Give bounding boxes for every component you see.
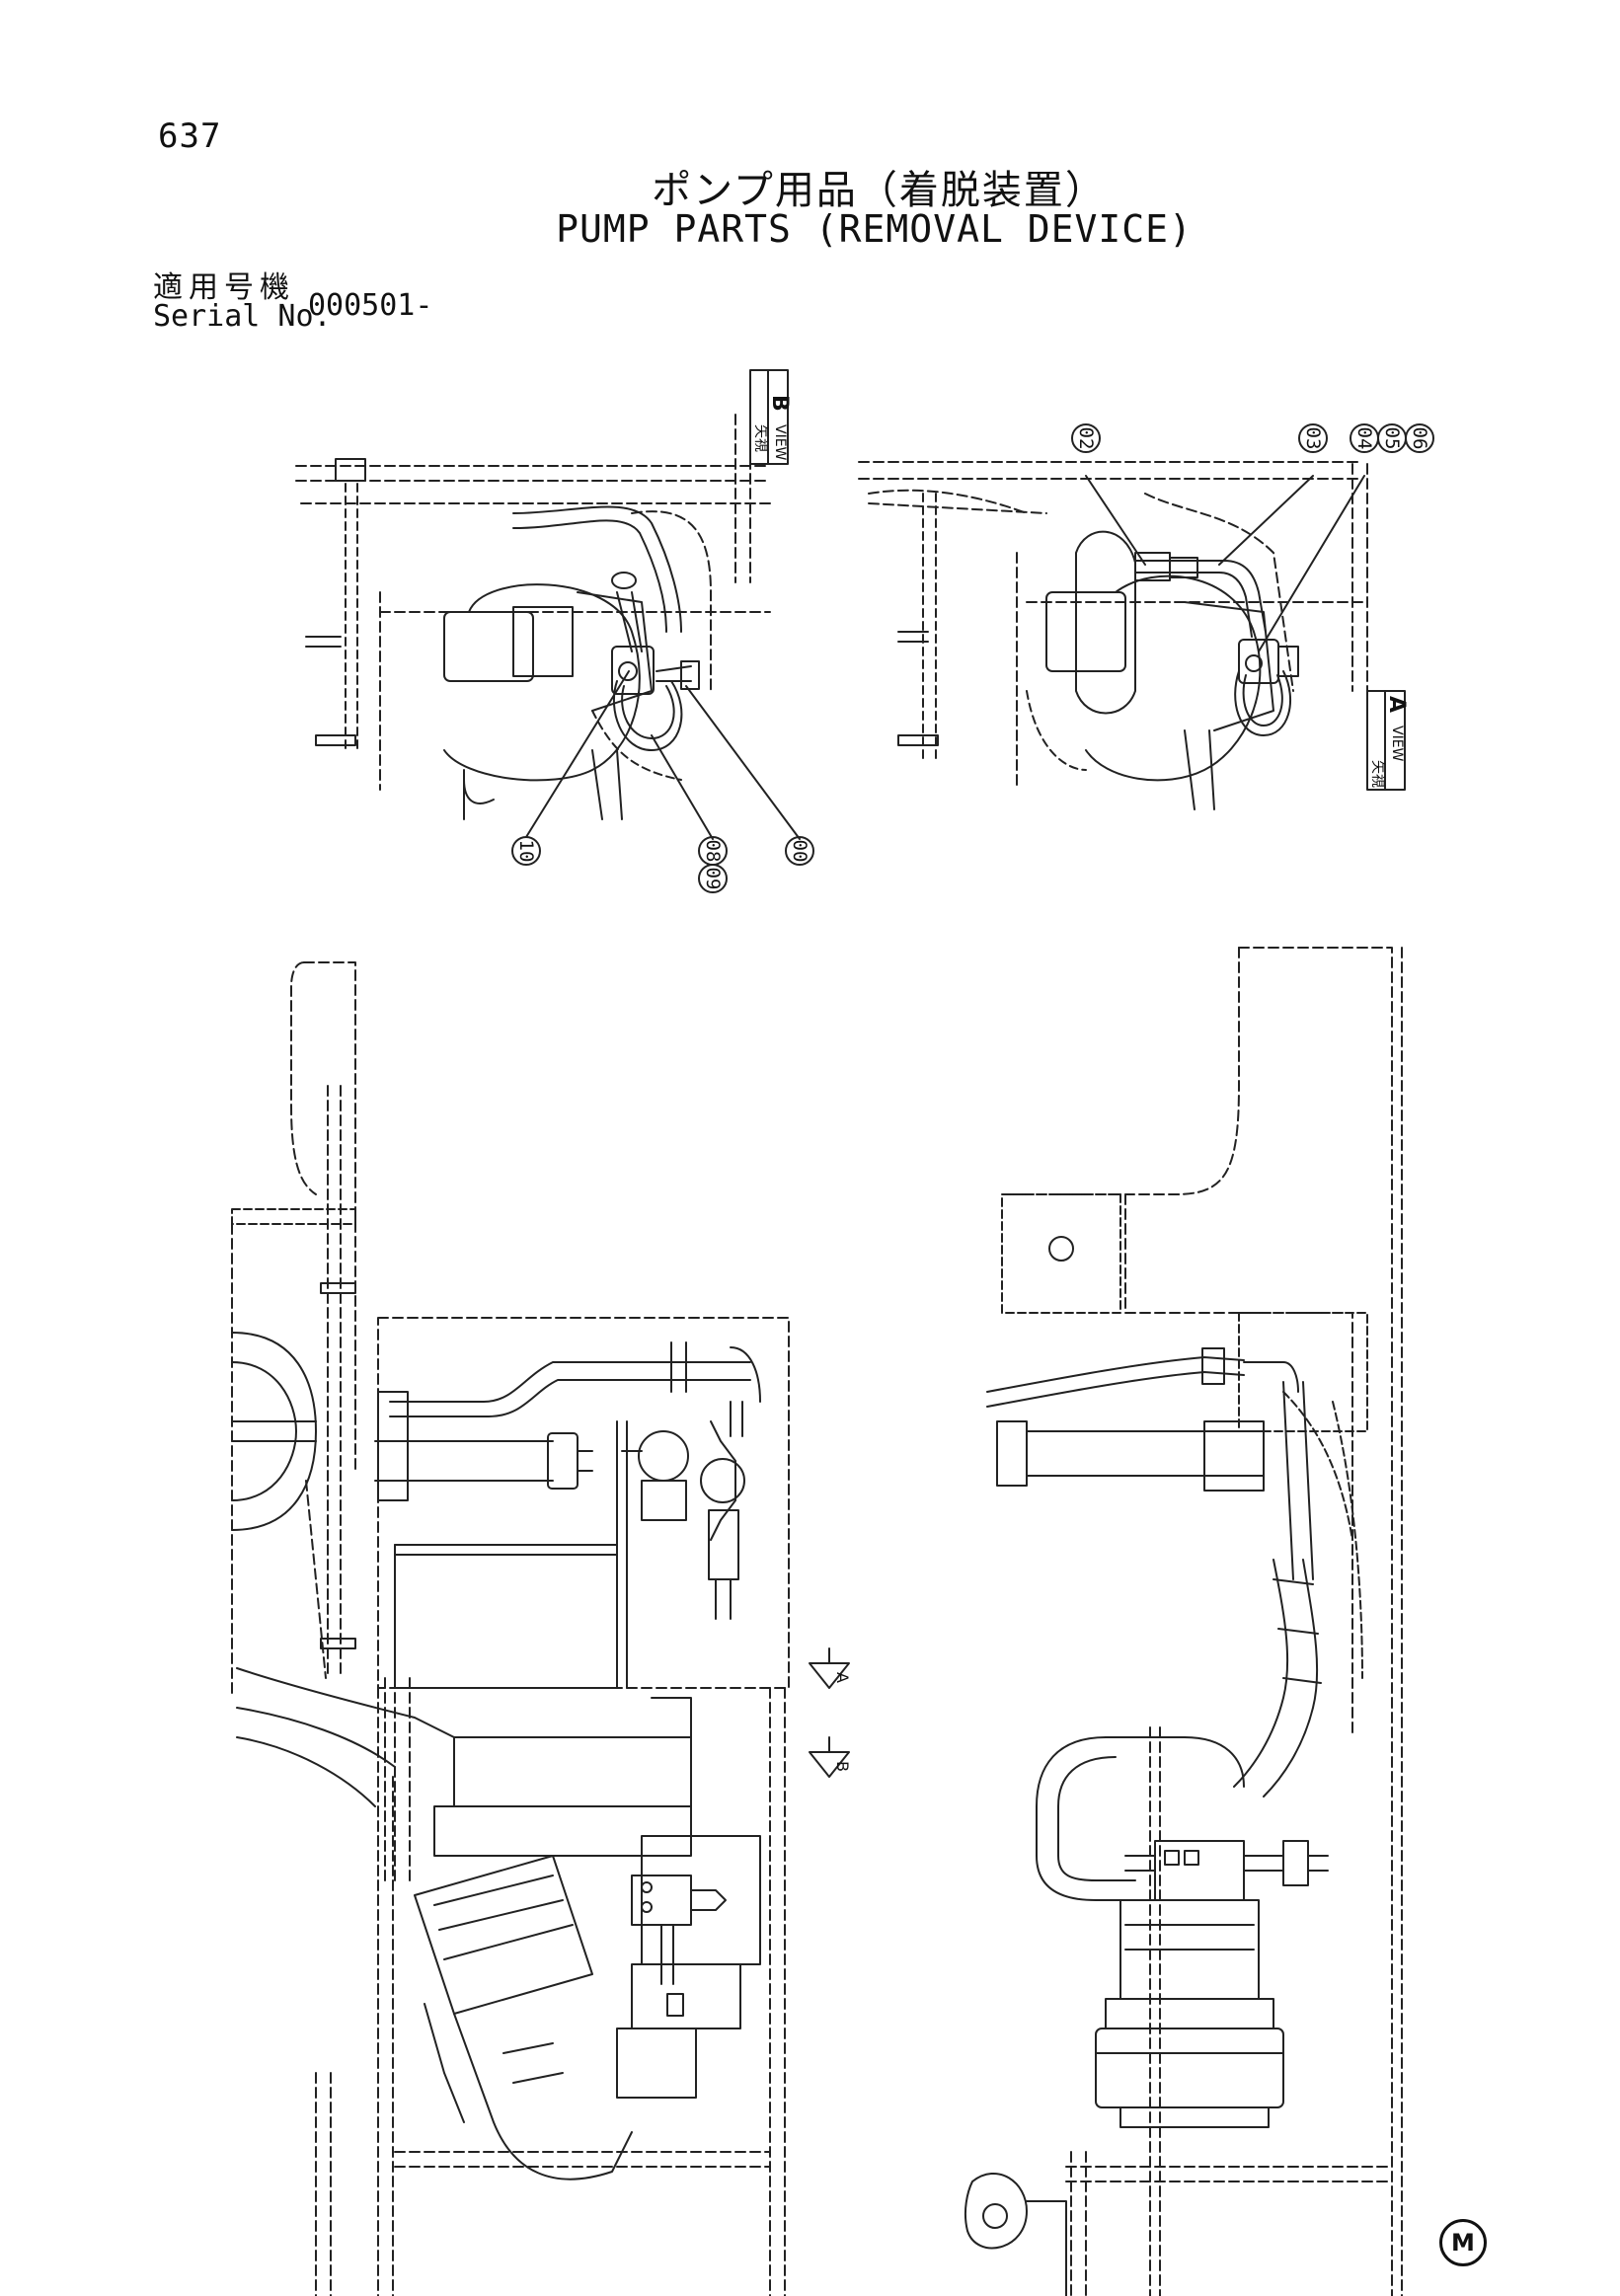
view-b-jp-label: 矢視 [752, 424, 768, 452]
plan-view-right [964, 947, 1403, 2296]
callout-10: 10 [515, 840, 537, 863]
brand-logo-mark: M [1439, 2219, 1487, 2266]
callout-02: 02 [1075, 427, 1097, 450]
callout-09: 09 [702, 868, 724, 890]
callout-00: 00 [789, 840, 810, 863]
view-a-letter: A [1384, 696, 1409, 713]
arrow-a-label: A [833, 1672, 852, 1683]
view-b-en-label: VIEW [772, 424, 788, 461]
callout-08: 08 [702, 840, 724, 863]
view-a-drawing [858, 461, 1368, 810]
view-b-callouts [511, 836, 814, 893]
view-b-letter: B [767, 395, 792, 412]
view-arrows [809, 1647, 850, 1778]
plan-view-left [231, 961, 790, 2296]
page-title-english: PUMP PARTS (REMOVAL DEVICE) [556, 207, 1193, 251]
callout-05: 05 [1381, 427, 1403, 450]
serial-number-value: 000501- [308, 288, 433, 323]
callout-03: 03 [1302, 427, 1324, 450]
view-a-callouts [1071, 423, 1434, 453]
view-b-drawing [295, 414, 801, 840]
view-a-en-label: VIEW [1389, 726, 1405, 762]
view-a-label [1366, 690, 1406, 791]
callout-04: 04 [1353, 427, 1375, 450]
serial-label-japanese: 適用号機 [153, 270, 295, 305]
view-b-label [749, 369, 789, 465]
page-title-japanese: ポンプ用品（着脱装置） [652, 168, 1107, 213]
arrow-b-label: B [833, 1761, 852, 1772]
view-a-jp-label: 矢視 [1369, 760, 1385, 788]
callout-06: 06 [1409, 427, 1430, 450]
serial-label-english: Serial No. [153, 299, 332, 334]
page-number: 637 [158, 116, 222, 156]
